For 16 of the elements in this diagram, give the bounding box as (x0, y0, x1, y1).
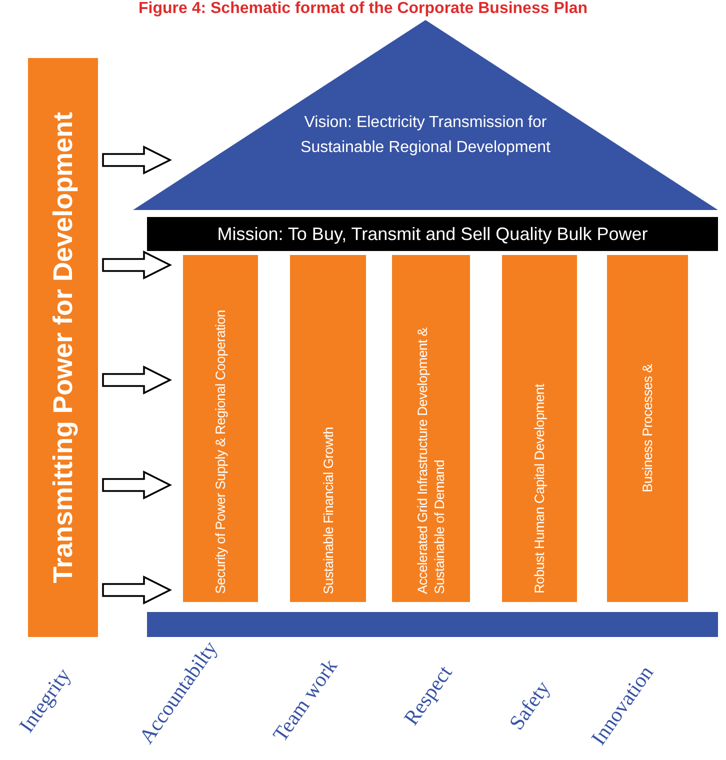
hollow-arrow (102, 470, 172, 500)
roof-triangle (133, 20, 718, 210)
mission-bar: Mission: To Buy, Transmit and Sell Quality Bulk Power (147, 217, 718, 251)
base-bar (147, 612, 718, 637)
pillar: Security of Power Supply & Regional Cooperation (183, 255, 258, 602)
figure-title: Figure 4: Schematic format of the Corporate Business Plan (138, 0, 588, 18)
pillar: Robust Human Capital Development (502, 255, 577, 602)
pillar: Accelerated Grid Infrastructure Development & Sustainable of Demand (392, 255, 470, 602)
hollow-arrow (102, 250, 172, 280)
side-banner: Transmitting Power for Development (28, 58, 98, 637)
pillar: Business Processes & (607, 255, 688, 602)
vision-text: Vision: Electricity Transmission for Sustainable Regional Development (300, 113, 552, 158)
hollow-arrow (102, 146, 172, 174)
hollow-arrow (102, 366, 172, 394)
pillar: Sustainable Financial Growth (290, 255, 366, 602)
hollow-arrow (102, 576, 172, 604)
